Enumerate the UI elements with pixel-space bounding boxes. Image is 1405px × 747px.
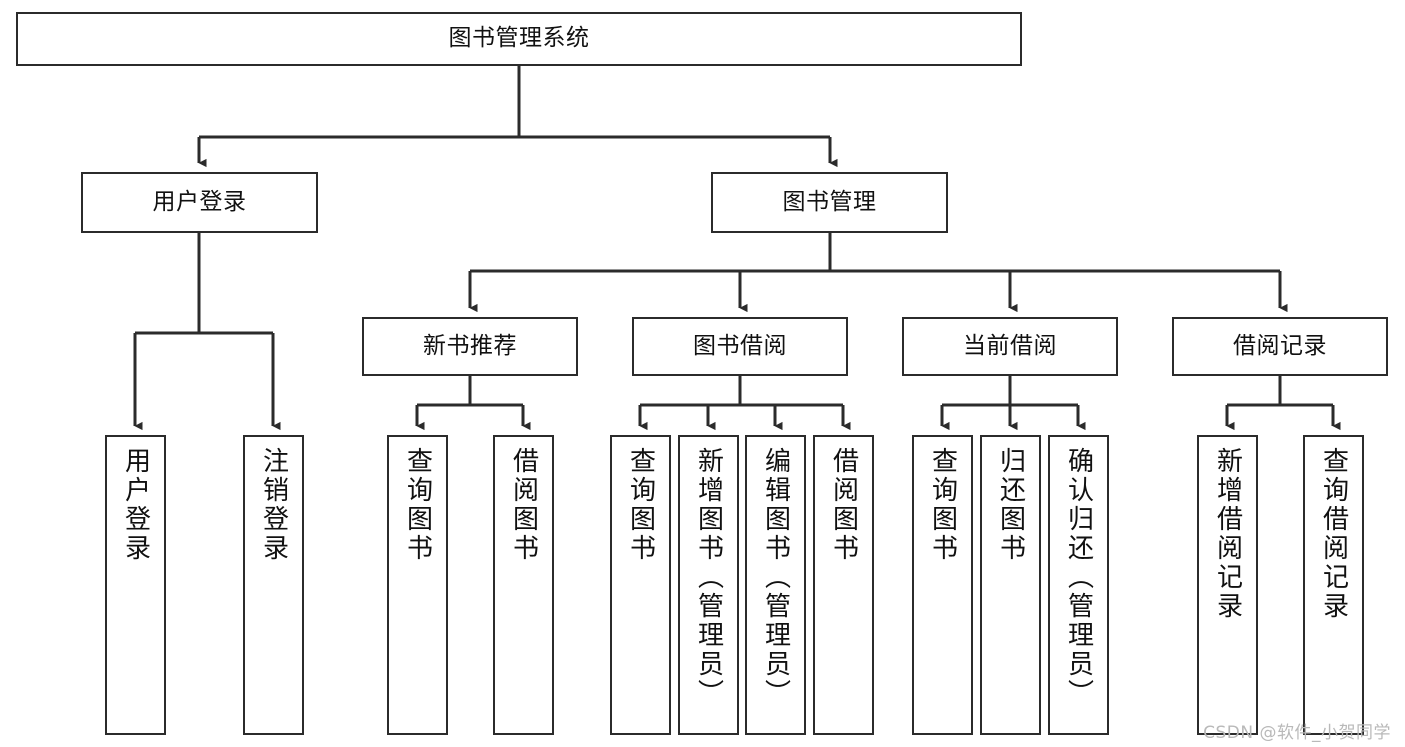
leaf-edit-book-admin[interactable]: 编辑图书（管理员） [745, 435, 806, 735]
leaf-query-book-newbook[interactable]: 查询图书 [387, 435, 448, 735]
node-root-system[interactable]: 图书管理系统 [16, 12, 1022, 66]
leaf-label: 注销登录 [258, 447, 289, 563]
node-label: 借阅记录 [1233, 332, 1327, 359]
node-borrow-record[interactable]: 借阅记录 [1172, 317, 1388, 376]
leaf-label: 确认归还（管理员） [1063, 447, 1094, 708]
leaf-label: 查询图书 [402, 447, 433, 563]
leaf-label: 借阅图书 [828, 447, 859, 563]
node-label: 图书管理系统 [448, 25, 590, 52]
leaf-label: 查询图书 [927, 447, 958, 563]
leaf-label: 编辑图书（管理员） [760, 447, 791, 708]
leaf-label: 归还图书 [995, 447, 1026, 563]
leaf-label: 新增借阅记录 [1212, 447, 1243, 621]
leaf-label: 新增图书（管理员） [693, 447, 724, 708]
node-label: 图书借阅 [693, 332, 787, 359]
leaf-label: 查询图书 [625, 447, 656, 563]
node-label: 当前借阅 [963, 332, 1057, 359]
leaf-confirm-return-admin[interactable]: 确认归还（管理员） [1048, 435, 1109, 735]
node-user-login[interactable]: 用户登录 [81, 172, 318, 233]
node-book-management[interactable]: 图书管理 [711, 172, 948, 233]
leaf-add-borrow-record[interactable]: 新增借阅记录 [1197, 435, 1258, 735]
leaf-label: 查询借阅记录 [1318, 447, 1349, 621]
leaf-borrow-book[interactable]: 借阅图书 [813, 435, 874, 735]
leaf-label: 借阅图书 [508, 447, 539, 563]
node-label: 用户登录 [152, 188, 247, 215]
leaf-label: 用户登录 [120, 447, 151, 563]
node-label: 图书管理 [782, 188, 877, 215]
leaf-add-book-admin[interactable]: 新增图书（管理员） [678, 435, 739, 735]
leaf-query-borrow-record[interactable]: 查询借阅记录 [1303, 435, 1364, 735]
node-new-book-recommend[interactable]: 新书推荐 [362, 317, 578, 376]
node-current-borrow[interactable]: 当前借阅 [902, 317, 1118, 376]
node-book-borrow[interactable]: 图书借阅 [632, 317, 848, 376]
leaf-user-login[interactable]: 用户登录 [105, 435, 166, 735]
leaf-borrow-book-newbook[interactable]: 借阅图书 [493, 435, 554, 735]
leaf-query-book-current[interactable]: 查询图书 [912, 435, 973, 735]
node-label: 新书推荐 [423, 332, 517, 359]
leaf-logout-login[interactable]: 注销登录 [243, 435, 304, 735]
csdn-watermark: CSDN @软件_小贺同学 [1203, 723, 1391, 743]
leaf-return-book[interactable]: 归还图书 [980, 435, 1041, 735]
leaf-query-book-borrow[interactable]: 查询图书 [610, 435, 671, 735]
